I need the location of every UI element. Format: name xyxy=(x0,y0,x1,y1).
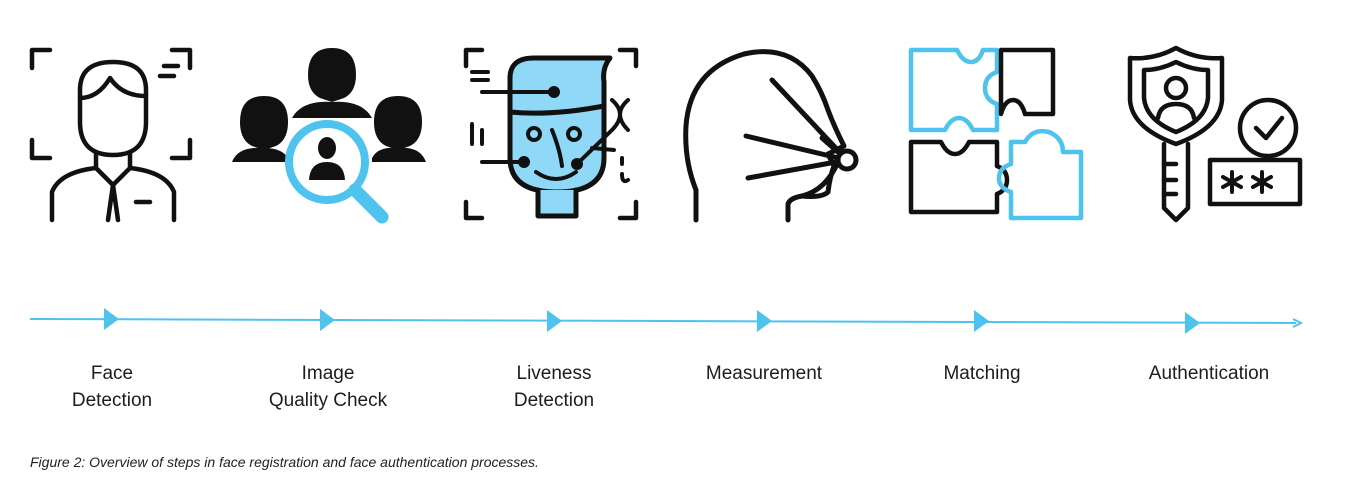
icon-row xyxy=(0,0,1372,240)
timeline-step-marker xyxy=(104,308,119,330)
matching-icon xyxy=(897,40,1087,230)
timeline-step-marker xyxy=(547,310,562,332)
liveness-detection-icon xyxy=(452,40,642,230)
authentication-icon xyxy=(1118,40,1308,230)
figure-caption: Figure 2: Overview of steps in face regi… xyxy=(30,454,539,470)
step-label-liveness-detection: Liveness Detection xyxy=(513,363,595,411)
timeline-step-marker xyxy=(1185,312,1200,334)
face-detection-icon xyxy=(18,40,208,230)
process-timeline xyxy=(0,300,1372,350)
step-label-measurement: Measurement xyxy=(705,363,823,384)
step-label-matching: Matching xyxy=(943,363,1021,384)
timeline-step-marker xyxy=(320,309,335,331)
step-label-authentication: Authentication xyxy=(1148,363,1270,384)
step-label-image-quality-check: Image Quality Check xyxy=(268,363,388,411)
timeline-step-marker xyxy=(757,310,772,332)
image-quality-icon xyxy=(232,40,426,230)
measurement-icon xyxy=(672,40,862,230)
timeline-step-marker xyxy=(974,310,989,332)
timeline-line xyxy=(29,318,1297,324)
step-label-face-detection: Face Detection xyxy=(71,363,153,411)
timeline-end-arrow xyxy=(1292,318,1304,328)
